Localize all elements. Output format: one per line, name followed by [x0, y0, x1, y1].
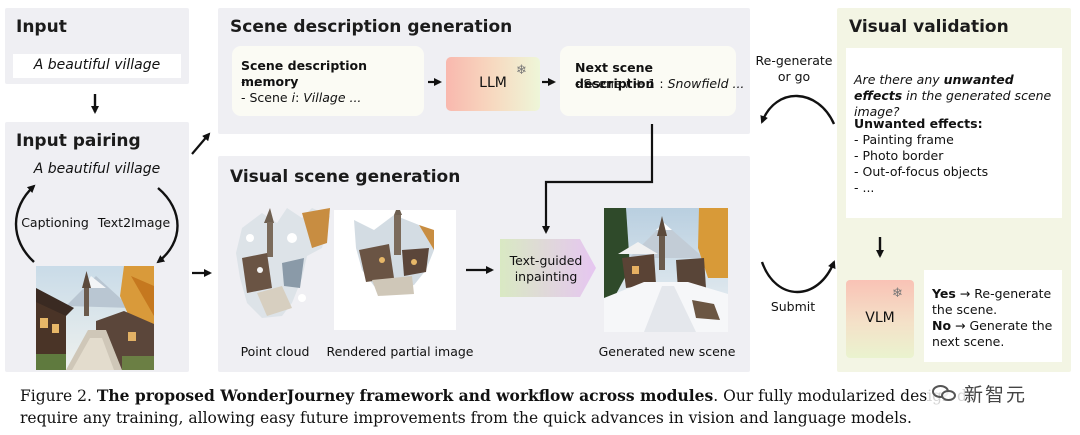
question-suffix: in the generated scene image?: [854, 88, 1052, 119]
llm-box: LLM ❄: [446, 57, 540, 111]
pairing-title: Input pairing: [16, 131, 141, 151]
next-scene-line: - Scene i + 1 : Snowfield ...: [575, 76, 744, 92]
no-text: → Generate the next scene.: [932, 318, 1053, 349]
watermark: 新智元: [928, 378, 1032, 408]
arrow-next-to-inpainting: [542, 124, 654, 234]
memory-card: Scene description memory - ... - Scene i…: [232, 46, 424, 116]
scene-description-title: Scene description generation: [230, 17, 513, 37]
caption-prefix: Figure 2.: [20, 387, 97, 405]
captioning-label: Captioning: [21, 215, 89, 230]
wechat-icon: [932, 383, 958, 403]
arrow-captioning-loop: [14, 184, 36, 263]
point-cloud-image: [232, 208, 330, 318]
memory-line-2-prefix: - Scene: [241, 90, 292, 105]
memory-line-2-var: i: [291, 90, 296, 105]
next-scene-card: Next scene description - Scene i + 1 : S…: [560, 46, 744, 116]
no-label: No: [932, 318, 952, 333]
rendered-partial-image: [334, 210, 456, 330]
memory-line-2-value: Village ...: [303, 90, 362, 105]
inpainting-box: Text-guided inpainting: [500, 239, 596, 297]
visual-generation-title: Visual scene generation: [230, 167, 461, 187]
village-input-image: [36, 266, 154, 370]
snowflake-icon: ❄: [516, 63, 527, 78]
yes-decision: Yes → Re-generate the scene.: [932, 286, 1058, 318]
effect-item: - Out-of-focus objects: [854, 164, 989, 179]
arrow-submit-loop: [760, 260, 836, 294]
effect-item: - Photo border: [854, 148, 944, 163]
arrow-text2image-loop: [156, 187, 179, 264]
arrow-pairing-to-scene: [191, 132, 211, 155]
arrow-regenerate-loop: [760, 94, 836, 125]
input-prompt-box: A beautiful village: [13, 54, 181, 78]
watermark-text: 新智元: [964, 383, 1028, 406]
memory-line-2: - Scene i: Village ...: [241, 90, 361, 106]
inpainting-label: Text-guided inpainting: [509, 253, 583, 284]
regenerate-label: Re-generate or go: [755, 53, 833, 84]
snowflake-icon: ❄: [892, 286, 903, 301]
no-decision: No → Generate the next scene.: [932, 318, 1058, 350]
vlm-box: VLM ❄: [846, 280, 914, 358]
question-bold: unwanted effects: [854, 72, 1014, 103]
llm-label: LLM: [479, 75, 507, 91]
caption-rest2: require any training, allowing easy futu…: [20, 409, 912, 427]
next-scene-prefix: - Scene: [575, 76, 626, 91]
generated-label: Generated new scene: [598, 344, 736, 359]
text2image-label: Text2Image: [97, 215, 171, 230]
figure-caption: Figure 2. The proposed WonderJourney fra…: [20, 385, 1075, 429]
yes-text: → Re-generate the scene.: [932, 286, 1052, 317]
memory-title: Scene description memory: [241, 58, 368, 89]
effect-item: - Painting frame: [854, 132, 954, 147]
next-scene-suffix: :: [655, 76, 668, 91]
generated-scene-image: [604, 208, 728, 332]
caption-rest: . Our fully modularized design do: [713, 387, 977, 405]
rendered-label: Rendered partial image: [326, 344, 474, 359]
next-scene-var: i + 1: [625, 76, 656, 91]
question-prefix: Are there any: [854, 72, 944, 87]
pairing-prompt: A beautiful village: [33, 161, 161, 177]
memory-line-2-suffix: :: [295, 90, 304, 105]
point-cloud-label: Point cloud: [240, 344, 310, 359]
validation-question-box: Are there any unwanted effects in the ge…: [846, 48, 1062, 218]
memory-line-1: - ...: [241, 74, 262, 89]
validation-title: Visual validation: [849, 17, 1009, 37]
effects-title: Unwanted effects:: [854, 116, 983, 131]
submit-label: Submit: [770, 299, 816, 314]
vlm-label: VLM: [865, 310, 895, 326]
yes-label: Yes: [932, 286, 956, 301]
caption-bold: The proposed WonderJourney framework and…: [96, 386, 714, 405]
next-scene-value: Snowfield ...: [667, 76, 745, 91]
next-scene-title: Next scene description: [575, 60, 655, 91]
input-prompt: A beautiful village: [33, 57, 161, 73]
validation-question: Are there any unwanted effects in the ge…: [854, 72, 1058, 120]
effect-item: - ...: [854, 180, 875, 195]
input-title: Input: [16, 17, 67, 37]
decision-box: Yes → Re-generate the scene. No → Genera…: [924, 270, 1062, 362]
